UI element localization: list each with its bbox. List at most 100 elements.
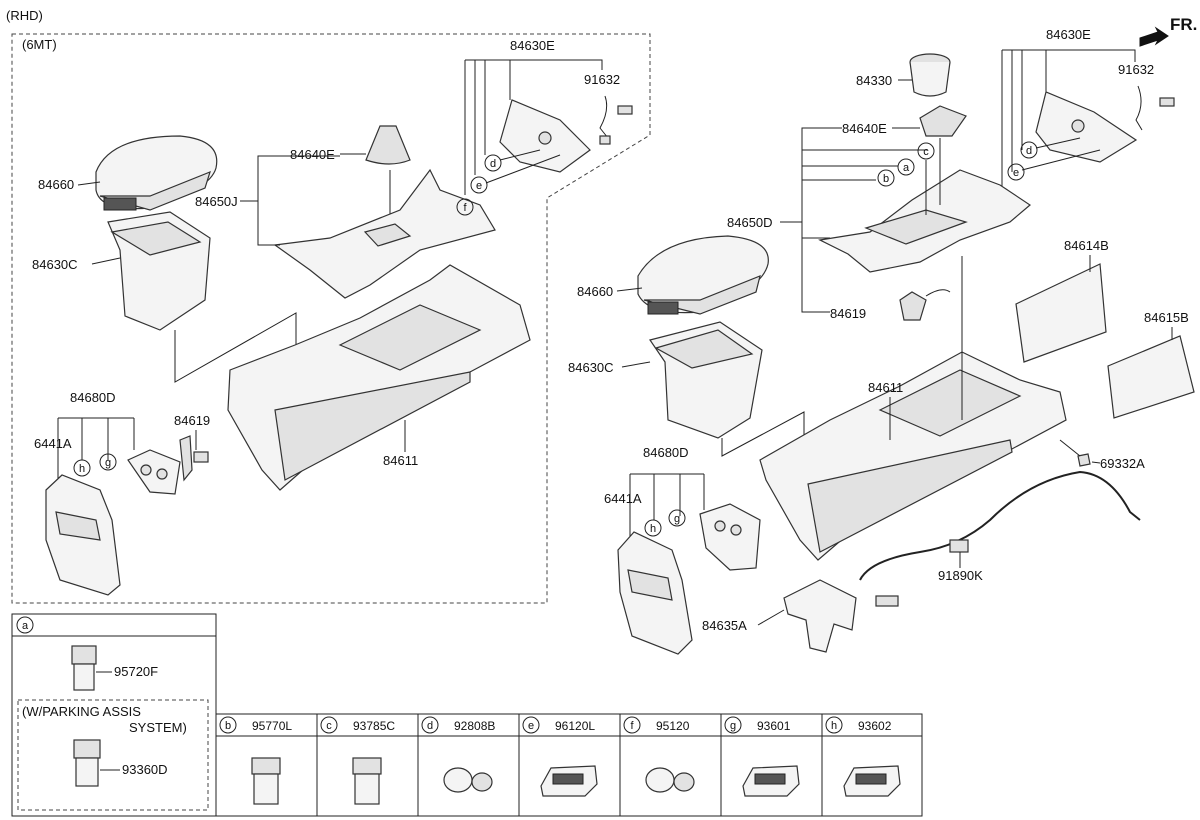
sub-variant-label: (6MT): [22, 37, 57, 52]
left-console-box: [107, 211, 211, 331]
legend-cell-part: 93601: [757, 719, 791, 733]
right-side-cover-b: [1107, 335, 1195, 419]
svg-text:h: h: [650, 523, 656, 535]
label-91632-left: 91632: [584, 72, 620, 87]
right-side-cover-a: [1015, 263, 1107, 363]
left-group-frame: [11, 33, 651, 604]
left-shift-boot: [365, 125, 411, 165]
harness-end: [875, 595, 899, 607]
legend-cell-part: 96120L: [555, 719, 595, 733]
left-armrest: [95, 135, 218, 211]
label-84330: 84330: [856, 73, 892, 88]
label-84650J: 84650J: [195, 194, 238, 209]
legend-cell-illustration: [843, 765, 901, 797]
left-rear-panel: [45, 474, 121, 596]
legend-cell-part: 92808B: [454, 719, 495, 733]
legend-cell-illustration: [742, 765, 800, 797]
label-84611-left: 84611: [383, 453, 418, 468]
label-69332A: 69332A: [1100, 456, 1145, 471]
legend-cell-illustration: [443, 767, 493, 793]
legend-cell-illustration: [540, 765, 598, 797]
legend-cell-illustration: [645, 767, 695, 793]
label-84614B: 84614B: [1064, 238, 1109, 253]
right-bracket: [899, 289, 951, 321]
right-rear-switches: [699, 503, 761, 571]
left-bracket: [179, 435, 209, 482]
right-callout-b: b: [877, 169, 895, 187]
label-84615B: 84615B: [1144, 310, 1189, 325]
svg-text:g: g: [105, 457, 111, 469]
right-group: 84330 84630E 91632 d e f 84640E 84650D c…: [568, 27, 1195, 655]
legend-cell-d: d 92808B: [417, 714, 495, 816]
svg-text:d: d: [1026, 145, 1032, 157]
right-armrest: [637, 235, 769, 315]
right-harness: [859, 470, 1141, 581]
legend-a-note-line2: SYSTEM): [129, 720, 187, 735]
right-mount: [783, 579, 857, 653]
legend-a-part: 95720F: [114, 664, 158, 679]
legend-a-note-switch: [73, 739, 101, 787]
legend-cell-c: c 93785C: [316, 714, 395, 816]
legend-cell-letter: f: [630, 720, 634, 732]
legend-cell-letter: c: [326, 720, 332, 732]
svg-text:c: c: [923, 146, 929, 158]
svg-text:d: d: [490, 158, 496, 170]
right-callout-c: c: [917, 142, 935, 160]
legend-cell-h: h 93602: [821, 714, 901, 816]
variant-label: (RHD): [6, 8, 43, 23]
right-shift-cover: [919, 105, 967, 137]
label-84660: 84660: [38, 177, 74, 192]
label-84640E-left: 84640E: [290, 147, 335, 162]
label-91632-right: 91632: [1118, 62, 1154, 77]
left-group: 84660 84630C 84640E 84650J 84630E: [32, 38, 633, 596]
label-84650D: 84650D: [727, 215, 773, 230]
label-84630C-right: 84630C: [568, 360, 614, 375]
front-arrow: FR.: [1139, 15, 1197, 47]
svg-text:a: a: [903, 162, 910, 174]
legend-cell-g: g 93601: [720, 714, 800, 816]
legend-cell-letter: g: [730, 720, 736, 732]
legend-a-switch: [71, 645, 97, 691]
right-callout-h: h: [644, 519, 662, 537]
left-upper-cover: [273, 168, 496, 299]
label-84619-left: 84619: [174, 413, 210, 428]
label-84611-right: 84611: [868, 380, 903, 395]
right-panel: [1035, 91, 1138, 163]
legend-cell-letter: h: [831, 720, 837, 732]
label-91890K: 91890K: [938, 568, 983, 583]
legend-cell-letter: d: [427, 720, 433, 732]
right-callout-g: g: [668, 509, 686, 527]
right-rear-panel: [617, 531, 693, 655]
svg-text:g: g: [674, 513, 680, 525]
right-console-body: [759, 351, 1067, 561]
label-84619-right: 84619: [830, 306, 866, 321]
right-callout-e: e: [1007, 163, 1025, 181]
front-arrow-icon: [1139, 26, 1169, 47]
left-callout-f: f: [456, 198, 474, 216]
svg-text:b: b: [883, 173, 889, 185]
legend-a-note-line1: (W/PARKING ASSIS: [22, 704, 141, 719]
right-upper-cover: [818, 169, 1031, 273]
legend-cell-part: 93602: [858, 719, 892, 733]
svg-text:h: h: [79, 463, 85, 475]
label-84630C: 84630C: [32, 257, 78, 272]
label-84660-right: 84660: [577, 284, 613, 299]
label-84680D-right: 84680D: [643, 445, 689, 460]
svg-text:f: f: [463, 202, 467, 214]
legend-cell-part: 93785C: [353, 719, 395, 733]
right-wiring: [1135, 85, 1143, 131]
legend-cell-letter: b: [225, 720, 231, 732]
left-callout-e: e: [470, 176, 488, 194]
label-84640E-right: 84640E: [842, 121, 887, 136]
left-rear-switches: [127, 449, 181, 495]
legend: a 95720F (W/PARKING ASSIS SYSTEM) 93360D: [11, 613, 923, 817]
svg-text:e: e: [1013, 167, 1019, 179]
legend-cell-illustration: [251, 757, 281, 805]
front-label: FR.: [1170, 15, 1197, 34]
label-6441A-right: 6441A: [604, 491, 642, 506]
